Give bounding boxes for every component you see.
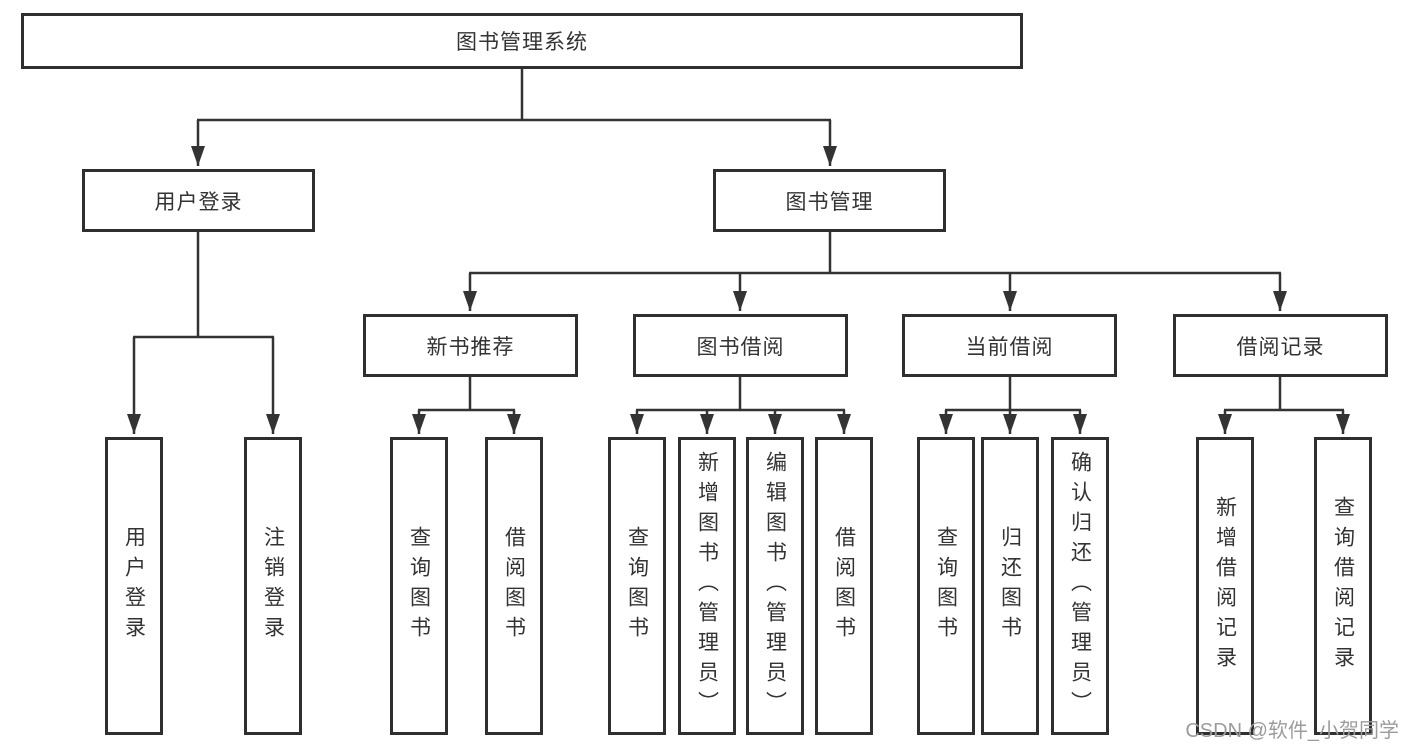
node-label: 图书借阅 — [696, 335, 785, 359]
node-borrowing-records: 借阅记录 — [1173, 314, 1388, 377]
leaf-label: 查询图书 — [934, 526, 958, 646]
leaf-label: 查询图书 — [625, 526, 649, 646]
leaf-label: 注销登录 — [261, 526, 285, 646]
leaf-add-borrow-record: 新增借阅记录 — [1196, 437, 1254, 735]
node-label: 用户登录 — [154, 190, 243, 214]
leaf-label: 新增图书（管理员） — [695, 451, 719, 721]
node-book-borrowing: 图书借阅 — [633, 314, 848, 377]
leaf-label: 借阅图书 — [502, 526, 526, 646]
node-label: 图书管理 — [785, 190, 874, 214]
leaf-user-login: 用户登录 — [105, 437, 163, 735]
leaf-add-books-admin: 新增图书（管理员） — [678, 437, 736, 735]
node-user-login-branch: 用户登录 — [82, 169, 315, 232]
leaf-edit-books-admin: 编辑图书（管理员） — [746, 437, 804, 735]
node-label: 借阅记录 — [1236, 335, 1325, 359]
leaf-borrow-books-recommendation: 借阅图书 — [485, 437, 543, 735]
leaf-borrow-books: 借阅图书 — [815, 437, 873, 735]
node-label: 图书管理系统 — [456, 31, 588, 54]
leaf-label: 确认归还（管理员） — [1068, 451, 1092, 721]
leaf-return-books: 归还图书 — [981, 437, 1039, 735]
leaf-label: 新增借阅记录 — [1213, 496, 1237, 676]
leaf-label: 查询借阅记录 — [1331, 496, 1355, 676]
node-current-borrowing: 当前借阅 — [902, 314, 1117, 377]
leaf-confirm-return-admin: 确认归还（管理员） — [1051, 437, 1109, 735]
leaf-query-books-current: 查询图书 — [917, 437, 975, 735]
csdn-watermark: CSDN @软件_小贺同学 — [1185, 720, 1399, 742]
leaf-query-books-borrowing: 查询图书 — [608, 437, 666, 735]
leaf-label: 查询图书 — [407, 526, 431, 646]
leaf-label: 借阅图书 — [832, 526, 856, 646]
node-library-management-system: 图书管理系统 — [21, 13, 1023, 69]
node-new-book-recommendation: 新书推荐 — [363, 314, 578, 377]
node-book-management-branch: 图书管理 — [713, 169, 946, 232]
leaf-label: 用户登录 — [122, 526, 146, 646]
leaf-query-books-recommendation: 查询图书 — [390, 437, 448, 735]
leaf-logout: 注销登录 — [244, 437, 302, 735]
leaf-query-borrow-record: 查询借阅记录 — [1314, 437, 1372, 735]
node-label: 当前借阅 — [965, 335, 1054, 359]
leaf-label: 归还图书 — [998, 526, 1022, 646]
leaf-label: 编辑图书（管理员） — [763, 451, 787, 721]
node-label: 新书推荐 — [426, 335, 515, 359]
